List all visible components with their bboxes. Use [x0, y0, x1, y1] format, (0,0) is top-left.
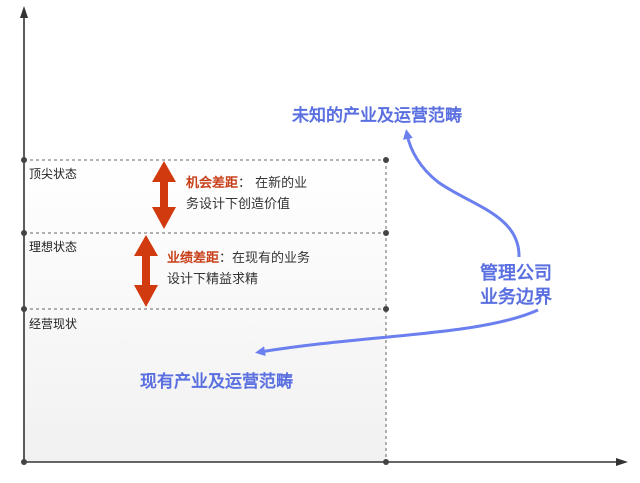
corner-dot [383, 230, 389, 236]
corner-dot [383, 306, 389, 312]
opportunity-gap-text: 机会差距： 在新的业 务设计下创造价值 [186, 173, 376, 215]
corner-dot [21, 230, 27, 236]
corner-dot [21, 459, 27, 465]
performance-gap-line1: 在现有的业务 [232, 251, 311, 266]
business-boundary-line1: 管理公司 [480, 263, 552, 284]
performance-gap-line2: 设计下精益求精 [167, 272, 259, 287]
x-axis-arrowhead [616, 458, 628, 466]
opportunity-gap-arrow [152, 161, 176, 229]
performance-gap-title: 业绩差距 [167, 251, 220, 266]
performance-gap-arrow [134, 235, 158, 307]
corner-dot [383, 459, 389, 465]
state-label-current: 经营现状 [29, 317, 78, 331]
expand-scope-arrow [403, 129, 521, 258]
performance-gap-sep: ： [219, 251, 233, 266]
business-boundary-line2: 业务边界 [480, 287, 552, 308]
opportunity-gap-sep: ： [238, 176, 252, 191]
corner-dot [21, 157, 27, 163]
existing-scope-arrow [255, 308, 539, 357]
opportunity-gap-line2: 务设计下创造价值 [186, 197, 291, 212]
corner-dot [21, 306, 27, 312]
unknown-scope-label: 未知的产业及运营范畴 [292, 106, 462, 126]
business-boundary-label: 管理公司 业务边界 [480, 262, 552, 310]
state-label-top: 顶尖状态 [29, 167, 78, 181]
opportunity-gap-title: 机会差距 [186, 176, 239, 191]
state-label-ideal: 理想状态 [29, 240, 78, 254]
opportunity-gap-line1: 在新的业 [255, 176, 308, 191]
corner-dot [383, 157, 389, 163]
y-axis-arrowhead [20, 6, 28, 18]
performance-gap-text: 业绩差距：在现有的业务 设计下精益求精 [167, 248, 377, 290]
state-box [24, 160, 386, 462]
existing-scope-label: 现有产业及运营范畴 [140, 372, 293, 392]
